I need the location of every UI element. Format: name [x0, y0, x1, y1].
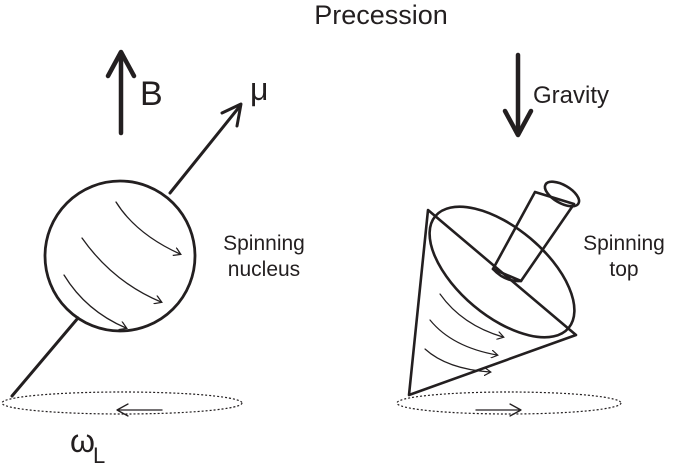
- precession-orbit-right: [396, 391, 622, 415]
- larmor-frequency-subscript: L: [93, 443, 105, 465]
- moment-label: μ: [250, 71, 268, 107]
- moment-arrow: [168, 102, 243, 195]
- top-figure: Gravity Spinning top: [396, 52, 665, 417]
- nucleus-label-line2: nucleus: [228, 258, 300, 281]
- moment-axis-lower: [10, 316, 80, 398]
- diagram-title: Precession: [314, 0, 448, 30]
- curved-arrow-icon: [63, 201, 180, 328]
- up-arrow-icon: [105, 49, 137, 136]
- nucleus-figure: B μ Spinning nucleus ω L: [1, 49, 305, 465]
- top-label-line1: Spinning: [583, 232, 665, 255]
- top-handle: [491, 180, 581, 283]
- top-label-line2: top: [609, 258, 638, 281]
- down-arrow-icon: [502, 52, 534, 138]
- larmor-frequency-symbol: ω: [70, 423, 95, 459]
- field-label: B: [140, 75, 163, 113]
- gravity-label: Gravity: [533, 82, 609, 109]
- nucleus-sphere: [43, 179, 197, 333]
- precession-orbit-left: [1, 391, 243, 415]
- right-arrow-icon: [475, 403, 522, 417]
- nucleus-label-line1: Spinning: [223, 232, 305, 255]
- curved-arrow-icon: [424, 293, 503, 372]
- top-cone-face: [428, 205, 576, 339]
- left-arrow-icon: [116, 403, 163, 417]
